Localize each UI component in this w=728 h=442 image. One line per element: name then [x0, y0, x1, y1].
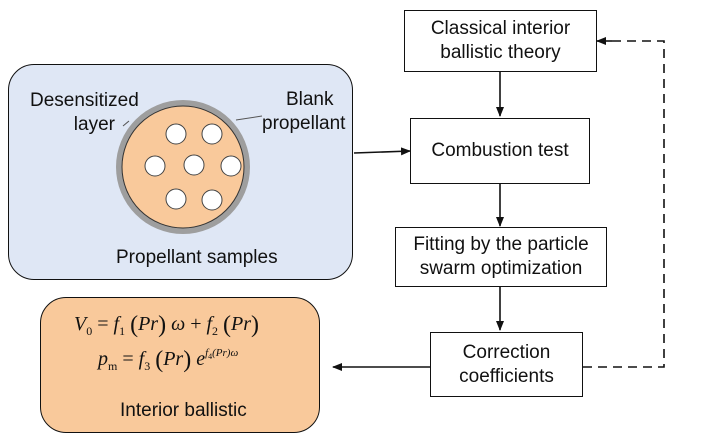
correction-line2: coefficients	[459, 365, 554, 387]
propellant-samples-caption: Propellant samples	[116, 247, 278, 268]
blank-label-line2: propellant	[262, 113, 346, 134]
combustion-test-label: Combustion test	[431, 140, 569, 161]
desensitized-label-line1: Desensitized	[30, 90, 139, 111]
interior-ballistic-caption: Interior ballistic	[120, 400, 247, 421]
classical-theory-box: Classical interior ballistic theory	[404, 10, 597, 72]
fitting-pso-line1: Fitting by the particle	[413, 234, 589, 255]
blank-propellant-label: Blank propellant	[262, 88, 345, 136]
correction-coefficients-box: Correction coefficients	[430, 332, 583, 397]
perforation-hole	[201, 189, 223, 211]
interior-ballistic-panel	[40, 297, 320, 433]
classical-theory-line2: ballistic theory	[440, 42, 561, 63]
correction-line1: Correction	[462, 341, 551, 363]
desensitized-label: Desensitized layer	[30, 89, 139, 137]
fitting-pso-box: Fitting by the particle swarm optimizati…	[395, 227, 607, 287]
perforation-hole	[165, 123, 187, 145]
blank-label-line1: Blank	[285, 89, 334, 110]
blank-leader-line	[235, 115, 263, 121]
feedback-dashed-line	[583, 40, 665, 368]
combustion-test-box: Combustion test	[410, 118, 590, 184]
arrow-samples-to-combustion	[353, 147, 411, 156]
classical-theory-line1: Classical interior	[430, 18, 571, 39]
perforation-hole	[201, 123, 223, 145]
perforation-hole	[220, 155, 242, 177]
perforation-hole	[183, 154, 205, 176]
desensitized-leader-line	[122, 120, 130, 127]
equation-pressure: pm = f3 (Pr) ef4(Pr)ω	[98, 347, 239, 373]
propellant-grain-graphic	[116, 100, 250, 234]
perforation-hole	[165, 188, 187, 210]
fitting-pso-line2: swarm optimization	[419, 258, 583, 279]
perforation-hole	[144, 155, 166, 177]
equation-velocity: V0 = f1 (Pr) ω + f2 (Pr)	[74, 312, 260, 338]
desensitized-label-line2: layer	[73, 114, 115, 135]
